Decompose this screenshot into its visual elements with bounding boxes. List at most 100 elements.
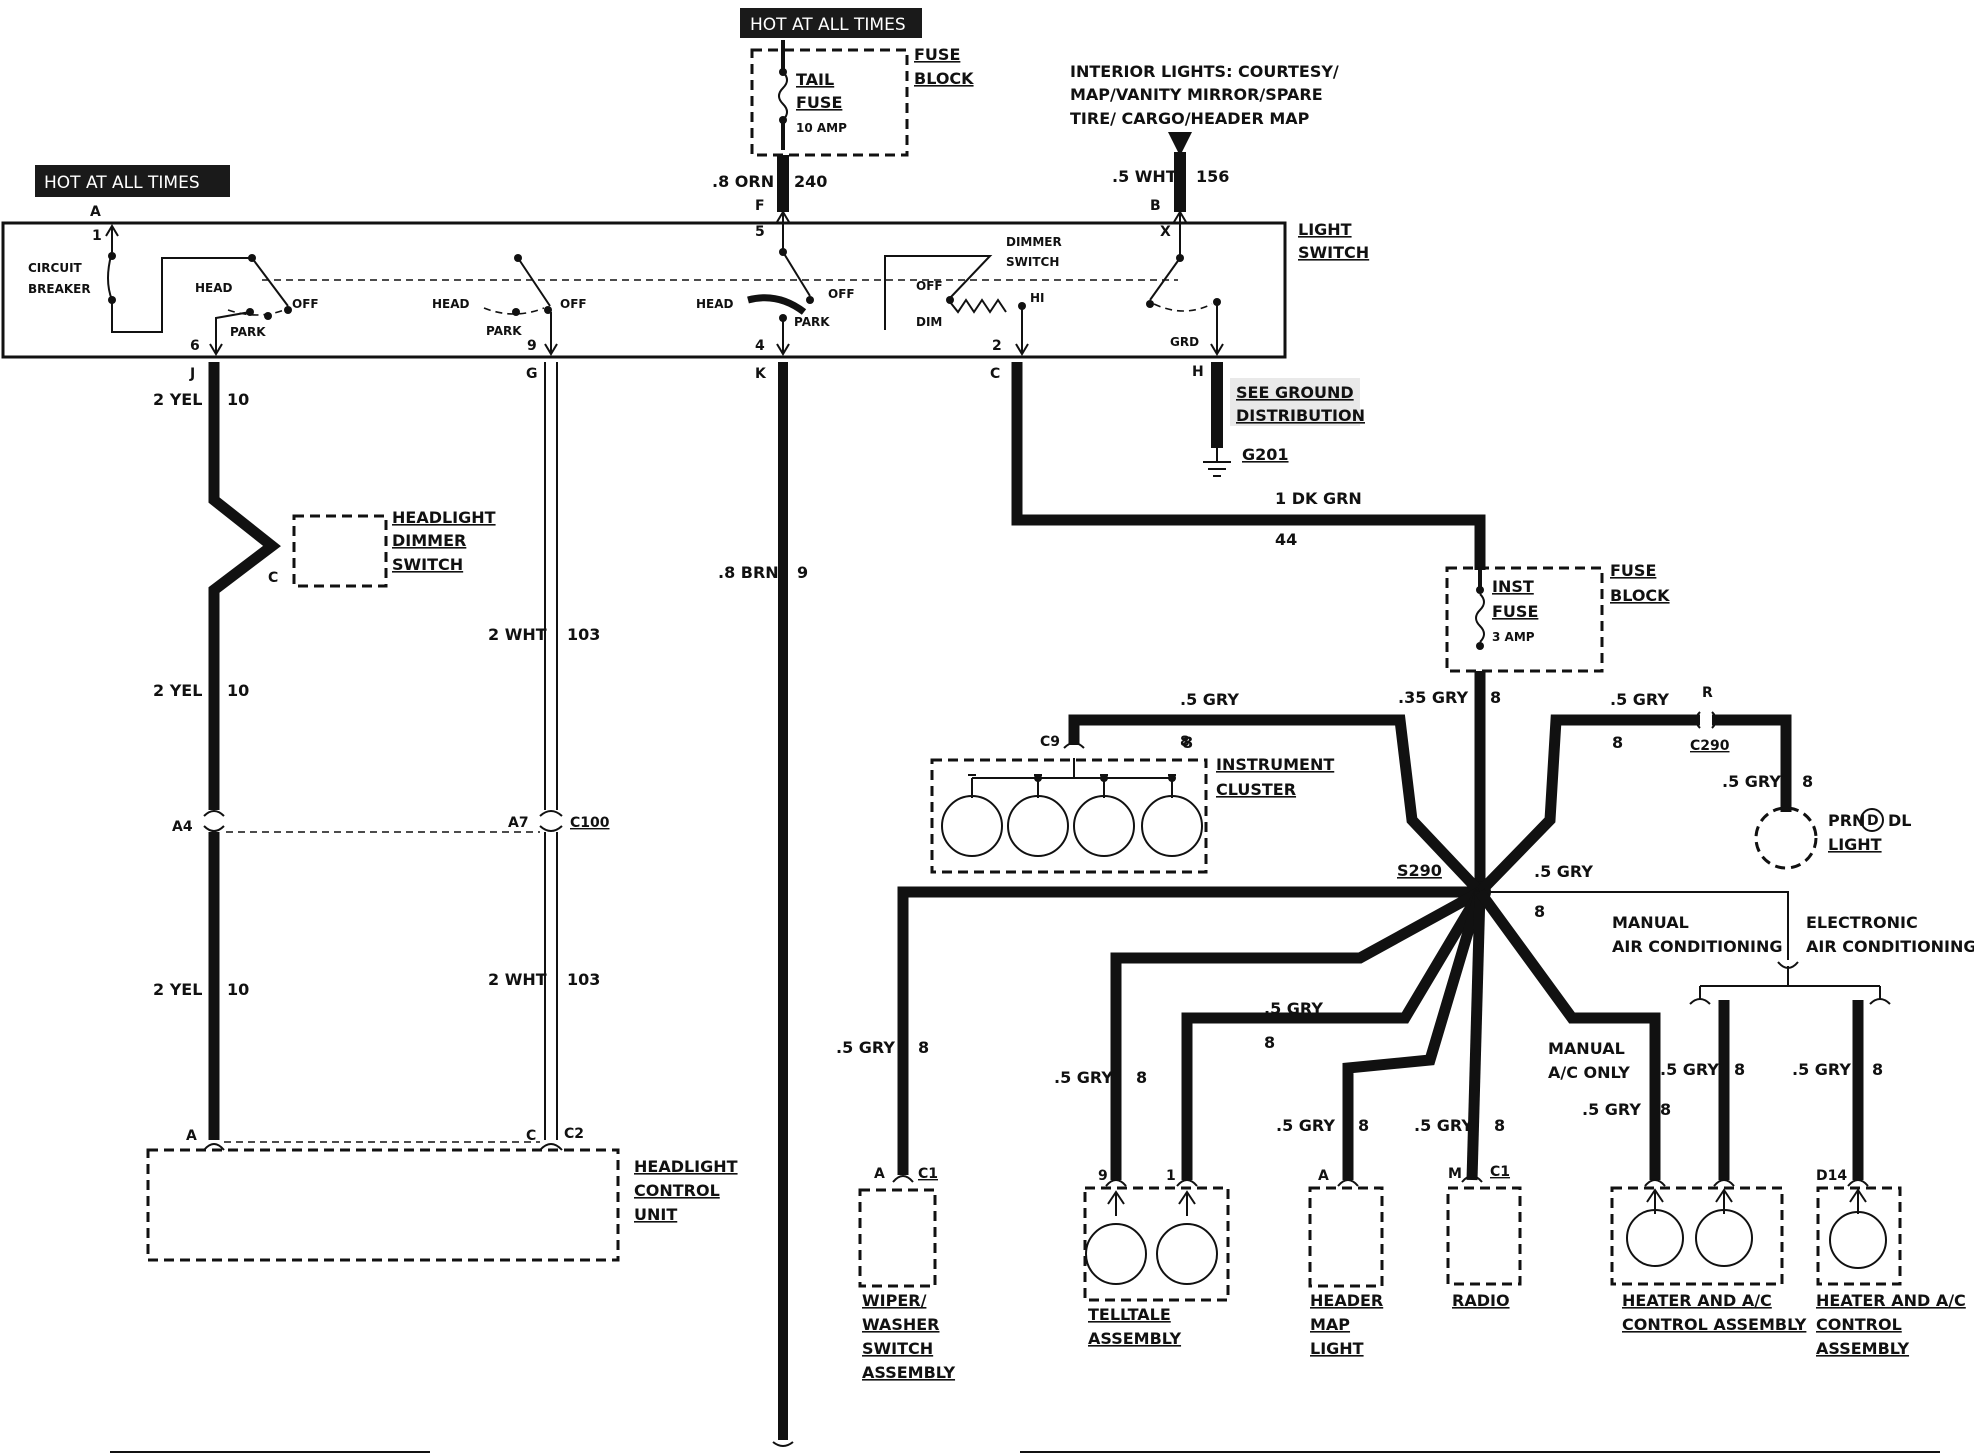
svg-text:D14: D14 — [1816, 1168, 1847, 1184]
svg-text:.5 GRY: .5 GRY — [1722, 772, 1781, 791]
svg-text:C9: C9 — [1040, 734, 1060, 750]
svg-text:CIRCUIT: CIRCUIT — [28, 261, 83, 275]
light-switch-assembly: LIGHT SWITCH A 1 CIRCUIT BREAKER HEAD OF… — [1, 198, 1369, 359]
svg-text:R: R — [1702, 685, 1713, 701]
svg-text:SWITCH: SWITCH — [862, 1339, 933, 1358]
svg-text:10: 10 — [227, 980, 249, 999]
svg-text:3 AMP: 3 AMP — [1492, 630, 1535, 644]
svg-text:.5 GRY: .5 GRY — [1180, 690, 1239, 709]
svg-text:.35 GRY: .35 GRY — [1398, 688, 1468, 707]
svg-text:C: C — [990, 366, 1000, 382]
svg-text:TELLTALE: TELLTALE — [1088, 1305, 1171, 1324]
svg-text:PARK: PARK — [486, 324, 522, 338]
svg-text:.5 GRY: .5 GRY — [1054, 1068, 1113, 1087]
svg-text:ASSEMBLY: ASSEMBLY — [1816, 1339, 1909, 1358]
svg-text:2 YEL: 2 YEL — [153, 681, 202, 700]
svg-text:103: 103 — [567, 970, 600, 989]
svg-text:MANUAL: MANUAL — [1612, 913, 1689, 932]
svg-text:B: B — [1150, 198, 1161, 214]
svg-text:A: A — [186, 1128, 197, 1144]
telltale-assembly: 9 1 TELLTALE ASSEMBLY — [1083, 1168, 1230, 1348]
svg-text:MAP: MAP — [1310, 1315, 1350, 1334]
svg-text:2 WHT: 2 WHT — [488, 970, 547, 989]
svg-text:OFF: OFF — [828, 287, 855, 301]
svg-text:OFF: OFF — [560, 297, 587, 311]
svg-text:G201: G201 — [1242, 445, 1289, 464]
svg-text:C: C — [526, 1128, 536, 1144]
heater-ac-control-assembly-manual: HEATER AND A/C CONTROL ASSEMBLY — [1610, 1179, 1807, 1334]
hot-at-all-times-left-header: HOT AT ALL TIMES — [35, 165, 230, 197]
svg-text:CLUSTER: CLUSTER — [1216, 780, 1296, 799]
splice-s290: .35 GRY 8 S290 — [897, 671, 1891, 1181]
svg-text:LIGHT: LIGHT — [1310, 1339, 1364, 1358]
svg-text:M: M — [1448, 1166, 1462, 1182]
svg-text:HEAD: HEAD — [696, 297, 734, 311]
svg-text:OFF: OFF — [292, 297, 319, 311]
svg-text:CONTROL: CONTROL — [1816, 1315, 1902, 1334]
svg-text:ASSEMBLY: ASSEMBLY — [1088, 1329, 1181, 1348]
svg-text:A: A — [874, 1166, 885, 1182]
svg-text:BLOCK: BLOCK — [1610, 586, 1670, 605]
connector-c100: A4 A7 C100 — [172, 810, 610, 835]
svg-text:6: 6 — [190, 338, 200, 354]
svg-text:A/C ONLY: A/C ONLY — [1548, 1063, 1630, 1082]
svg-text:MANUAL: MANUAL — [1548, 1039, 1625, 1058]
svg-text:5: 5 — [755, 224, 765, 240]
svg-text:.5 GRY: .5 GRY — [1264, 999, 1323, 1018]
wiper-washer-switch-assembly: A C1 WIPER/ WASHER SWITCH ASSEMBLY — [858, 1166, 955, 1382]
svg-text:.5 GRY: .5 GRY — [1610, 690, 1669, 709]
svg-text:DIM: DIM — [916, 315, 942, 329]
svg-text:8: 8 — [1534, 902, 1545, 921]
svg-text:INSTRUMENT: INSTRUMENT — [1216, 755, 1334, 774]
svg-text:8: 8 — [1802, 772, 1813, 791]
ground-g201: SEE GROUND DISTRIBUTION G201 — [1203, 362, 1365, 477]
svg-text:8: 8 — [1136, 1068, 1147, 1087]
svg-text:K: K — [755, 366, 767, 382]
circuit-9-brn: .8 BRN 9 — [718, 362, 808, 1447]
svg-text:8: 8 — [1358, 1116, 1369, 1135]
svg-text:C1: C1 — [918, 1166, 938, 1182]
svg-text:CONTROL ASSEMBLY: CONTROL ASSEMBLY — [1622, 1315, 1807, 1334]
svg-text:RADIO: RADIO — [1452, 1291, 1510, 1310]
svg-text:SEE GROUND: SEE GROUND — [1236, 383, 1354, 402]
svg-text:OFF: OFF — [916, 279, 943, 293]
svg-text:C1: C1 — [1490, 1164, 1510, 1180]
svg-text:HOT AT ALL TIMES: HOT AT ALL TIMES — [44, 173, 200, 193]
svg-text:9: 9 — [527, 338, 537, 354]
svg-text:10 AMP: 10 AMP — [796, 121, 847, 135]
svg-text:8: 8 — [1734, 1060, 1745, 1079]
svg-text:9: 9 — [797, 563, 808, 582]
svg-text:H: H — [1192, 364, 1204, 380]
svg-text:FUSE: FUSE — [1492, 602, 1538, 621]
svg-text:1 DK GRN: 1 DK GRN — [1275, 489, 1362, 508]
svg-text:8: 8 — [1180, 734, 1190, 750]
svg-text:156: 156 — [1196, 167, 1229, 186]
svg-text:8: 8 — [1494, 1116, 1505, 1135]
svg-text:MAP/VANITY MIRROR/SPARE: MAP/VANITY MIRROR/SPARE — [1070, 85, 1323, 104]
svg-text:CONTROL: CONTROL — [634, 1181, 720, 1200]
svg-text:240: 240 — [794, 172, 827, 191]
svg-text:C: C — [268, 570, 278, 586]
svg-text:DIMMER: DIMMER — [392, 531, 466, 550]
svg-text:WASHER: WASHER — [862, 1315, 939, 1334]
svg-text:ELECTRONIC: ELECTRONIC — [1806, 913, 1918, 932]
svg-text:10: 10 — [227, 390, 249, 409]
svg-text:1: 1 — [1166, 1168, 1176, 1184]
svg-text:.8 ORN: .8 ORN — [712, 172, 774, 191]
svg-text:HI: HI — [1030, 291, 1045, 305]
svg-text:PARK: PARK — [230, 325, 266, 339]
tail-fuse-block: TAIL FUSE 10 AMP FUSE BLOCK — [750, 40, 974, 157]
svg-text:HEATER AND A/C: HEATER AND A/C — [1622, 1291, 1772, 1310]
svg-text:TIRE/ CARGO/HEADER MAP: TIRE/ CARGO/HEADER MAP — [1070, 109, 1310, 128]
svg-text:1: 1 — [92, 228, 102, 244]
svg-text:FUSE: FUSE — [796, 93, 842, 112]
interior-lights-feed: INTERIOR LIGHTS: COURTESY/ MAP/VANITY MI… — [1070, 62, 1339, 212]
svg-text:8: 8 — [1182, 733, 1193, 752]
svg-text:D: D — [1867, 813, 1879, 829]
svg-text:.5 GRY: .5 GRY — [1660, 1060, 1719, 1079]
svg-text:DIMMER: DIMMER — [1006, 235, 1062, 249]
svg-text:HOT AT ALL TIMES: HOT AT ALL TIMES — [750, 15, 906, 35]
svg-text:SWITCH: SWITCH — [392, 555, 463, 574]
svg-text:.5 GRY: .5 GRY — [836, 1038, 895, 1057]
svg-text:A: A — [1318, 1168, 1329, 1184]
